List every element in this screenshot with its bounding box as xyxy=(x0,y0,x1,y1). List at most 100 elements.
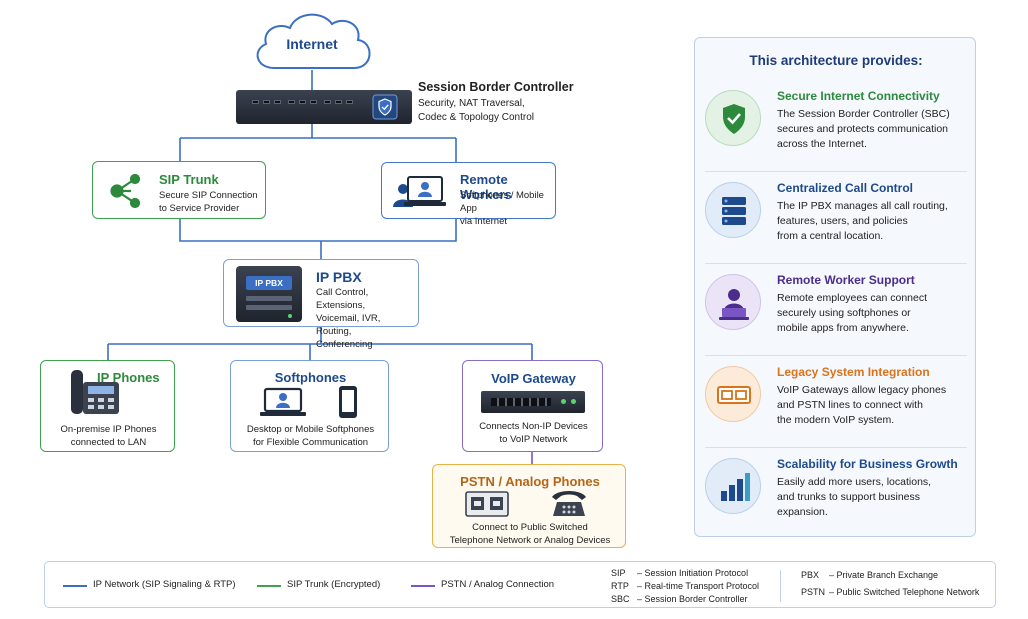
laptop-user-icon xyxy=(260,387,306,416)
benefit-desc-line: Remote employees can connect xyxy=(777,292,927,304)
abbr-key: PBX xyxy=(801,570,820,580)
ip-pbx-desc-line: Conferencing xyxy=(316,339,373,350)
remote-user-icon xyxy=(705,274,761,330)
sip-trunk-title: SIP Trunk xyxy=(159,172,219,187)
pstn-desc-line: Telephone Network or Analog Devices xyxy=(449,535,611,546)
benefit-desc-line: and PSTN lines to connect with xyxy=(777,399,923,411)
remote-workers-title: Remote Workers xyxy=(460,172,512,202)
wire-pbx-endpoints xyxy=(107,327,533,360)
wire-trunk-pbx xyxy=(179,219,457,259)
legend-label: IP Network (SIP Signaling & RTP) xyxy=(93,579,236,590)
voip-gateway-desc-line: to VoIP Network xyxy=(499,434,568,445)
benefit-title: Legacy System Integration xyxy=(777,365,930,379)
abbr-key: SBC xyxy=(611,594,630,604)
legacy-port-icon xyxy=(705,366,761,422)
wire-sbc-branch xyxy=(179,124,457,162)
benefit-desc-line: The IP PBX manages all call routing, xyxy=(777,200,948,212)
benefit-title: Centralized Call Control xyxy=(777,181,914,195)
divider xyxy=(705,263,967,264)
ip-pbx-desc-line: Voicemail, IVR, Routing, xyxy=(316,313,381,337)
softphones-desc-line: Desktop or Mobile Softphones xyxy=(246,424,375,435)
sbc-desc-line: Security, NAT Traversal, xyxy=(418,98,525,109)
benefit-secure-connectivity: Secure Internet Connectivity The Session… xyxy=(695,80,977,172)
desk-phone-icon xyxy=(71,370,119,414)
legend-divider xyxy=(780,570,781,602)
softphones-desc-line: for Flexible Communication xyxy=(252,437,369,448)
divider xyxy=(705,447,967,448)
sbc-desc-line: Codec & Topology Control xyxy=(418,112,534,123)
abbr-value: – Session Border Controller xyxy=(637,594,748,604)
ip-pbx-description: Call Control, Extensions, Voicemail, IVR… xyxy=(316,286,418,351)
wall-jack-icon xyxy=(465,491,509,517)
sbc-title: Session Border Controller xyxy=(418,80,574,94)
pstn-node: PSTN / Analog Phones Connect to Public S… xyxy=(432,464,626,548)
benefit-desc-line: from a central location. xyxy=(777,230,884,242)
pstn-title: PSTN / Analog Phones xyxy=(460,474,600,489)
ip-pbx-desc-line: Call Control, Extensions, xyxy=(316,287,369,311)
sip-trunk-node: SIP Trunk Secure SIP Connection to Servi… xyxy=(92,161,266,219)
mobile-phone-icon xyxy=(339,386,357,418)
panel-title: This architecture provides: xyxy=(749,53,923,68)
voip-gateway-desc-line: Connects Non-IP Devices xyxy=(479,421,588,432)
legend: IP Network (SIP Signaling & RTP) SIP Tru… xyxy=(44,561,996,608)
benefit-desc-line: VoIP Gateways allow legacy phones xyxy=(777,384,947,396)
voip-gateway-node: VoIP Gateway Connects Non-IP Devices to … xyxy=(462,360,603,452)
benefit-description: Remote employees can connect securely us… xyxy=(777,291,972,336)
legend-line-pstn xyxy=(411,585,435,587)
ip-phones-node: IP Phones On-premise IP Phones connected… xyxy=(40,360,175,452)
remote-workers-node: Remote Workers Softphones / Mobile App v… xyxy=(381,162,556,227)
voip-gateway-title: VoIP Gateway xyxy=(491,371,576,386)
sip-trunk-desc-line: to Service Provider xyxy=(159,203,240,214)
benefit-call-control: Centralized Call Control The IP PBX mana… xyxy=(695,172,977,264)
pstn-desc-line: Connect to Public Switched xyxy=(472,522,588,533)
ip-phones-description: On-premise IP Phones connected to LAN xyxy=(41,423,176,449)
benefit-desc-line: secures and protects communication xyxy=(777,123,948,135)
benefit-description: Easily add more users, locations, and tr… xyxy=(777,475,972,520)
abbr-value: – Private Branch Exchange xyxy=(829,570,939,580)
benefit-desc-line: and trunks to support business xyxy=(777,491,921,503)
benefit-desc-line: features, users, and policies xyxy=(777,215,908,227)
divider xyxy=(705,171,967,172)
sip-trunk-desc-line: Secure SIP Connection xyxy=(159,190,258,201)
abbr-value: – Real-time Transport Protocol xyxy=(637,581,760,591)
benefit-desc-line: mobile apps from anywhere. xyxy=(777,322,909,334)
remote-workers-icon xyxy=(393,176,446,207)
benefit-remote-worker: Remote Worker Support Remote employees c… xyxy=(695,264,977,356)
cloud-icon xyxy=(256,13,371,69)
softphones-node: Softphones Desktop or Mobile Softphones … xyxy=(230,360,389,452)
sbc-description: Security, NAT Traversal, Codec & Topolog… xyxy=(418,97,534,125)
internet-label: Internet xyxy=(286,36,338,52)
benefit-desc-line: The Session Border Controller (SBC) xyxy=(777,108,950,120)
benefits-panel: This architecture provides: Secure Inter… xyxy=(694,37,976,537)
benefit-description: The Session Border Controller (SBC) secu… xyxy=(777,107,972,152)
benefit-desc-line: across the Internet. xyxy=(777,138,867,150)
abbr-key: PSTN xyxy=(801,587,826,597)
benefit-desc-line: securely using softphones or xyxy=(777,307,911,319)
shield-icon xyxy=(372,94,398,120)
remote-workers-desc-line: Softphones / Mobile App xyxy=(460,190,544,214)
benefit-title: Secure Internet Connectivity xyxy=(777,89,940,103)
remote-workers-desc-line: via Internet xyxy=(460,216,507,227)
benefit-desc-line: the modern VoIP system. xyxy=(777,414,895,426)
benefit-legacy-integration: Legacy System Integration VoIP Gateways … xyxy=(695,356,977,448)
server-icon xyxy=(705,182,761,238)
pstn-description: Connect to Public Switched Telephone Net… xyxy=(433,521,627,547)
softphones-description: Desktop or Mobile Softphones for Flexibl… xyxy=(231,423,390,449)
benefit-scalability: Scalability for Business Growth Easily a… xyxy=(695,448,977,540)
sip-trunk-description: Secure SIP Connection to Service Provide… xyxy=(159,189,258,215)
abbr-key: SIP xyxy=(611,568,626,578)
abbr-value: – Session Initiation Protocol xyxy=(637,568,749,578)
remote-workers-description: Softphones / Mobile App via Internet xyxy=(460,189,555,228)
legend-label: SIP Trunk (Encrypted) xyxy=(287,579,381,590)
benefit-desc-line: Easily add more users, locations, xyxy=(777,476,932,488)
legend-line-sip-trunk xyxy=(257,585,281,587)
gateway-device-icon xyxy=(481,391,585,413)
benefit-description: VoIP Gateways allow legacy phones and PS… xyxy=(777,383,972,428)
share-nodes-icon xyxy=(110,173,141,209)
pbx-server-icon: IP PBX xyxy=(236,266,302,322)
pbx-badge: IP PBX xyxy=(246,276,292,290)
voip-gateway-description: Connects Non-IP Devices to VoIP Network xyxy=(463,420,604,446)
growth-chart-icon xyxy=(705,458,761,514)
ip-pbx-title: IP PBX xyxy=(316,269,362,285)
analog-phone-icon xyxy=(552,491,586,516)
